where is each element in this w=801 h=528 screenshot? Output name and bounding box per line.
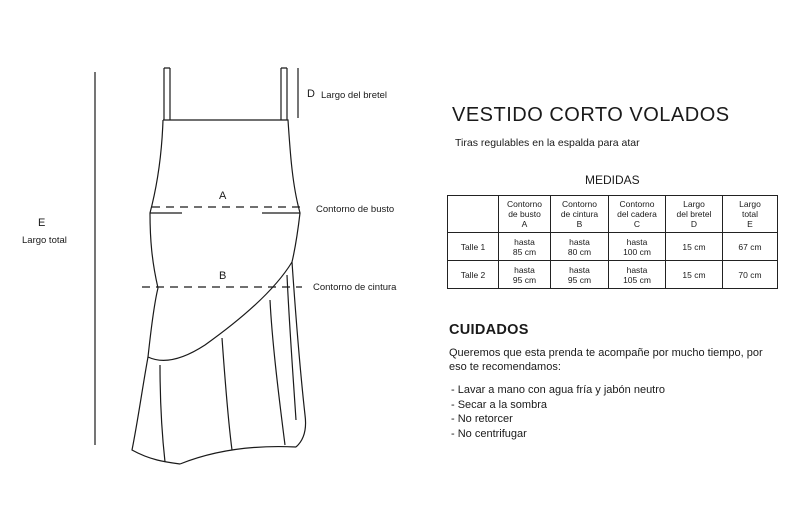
column-header: Contorno del cadera C xyxy=(608,195,666,233)
column-header-line2: del cadera xyxy=(617,209,657,219)
label-a-letter: A xyxy=(219,190,227,202)
care-list: - Lavar a mano con agua fría y jabón neu… xyxy=(451,383,665,441)
column-header-line2: de busto xyxy=(508,209,541,219)
cell-line1: hasta xyxy=(626,236,648,247)
skirt-left xyxy=(131,356,181,465)
product-title: VESTIDO CORTO VOLADOS xyxy=(452,104,730,126)
label-a-text: Contorno de busto xyxy=(316,204,395,215)
size-label: Talle 2 xyxy=(447,260,499,289)
cell-line2: 105 cm xyxy=(623,274,651,285)
cell-line1: hasta xyxy=(626,264,648,275)
overlay-panel xyxy=(147,261,293,361)
column-header-line2: de cintura xyxy=(560,209,599,219)
column-header: Contorno de busto A xyxy=(498,195,551,233)
cell-line2: 80 cm xyxy=(567,246,592,257)
table-cell: 15 cm xyxy=(665,260,723,289)
care-intro: Queremos que esta prenda te acompañe por… xyxy=(449,347,763,373)
column-header-line3: C xyxy=(633,219,641,229)
skirt-fold-1 xyxy=(159,364,166,463)
column-header: Contorno de cintura B xyxy=(550,195,609,233)
label-b-letter: B xyxy=(219,270,227,282)
column-header: Largo del bretel D xyxy=(665,195,723,233)
cell-line1: hasta xyxy=(569,236,590,247)
list-item: - Secar a la sombra xyxy=(451,398,547,411)
table-cell: 70 cm xyxy=(722,260,778,289)
column-header-line1: Largo xyxy=(683,199,705,209)
skirt-fold-2 xyxy=(221,337,233,451)
skirt-right xyxy=(291,261,307,448)
cell-line2: 100 cm xyxy=(623,246,651,257)
table-cell: 67 cm xyxy=(722,232,778,261)
size-label: Talle 1 xyxy=(447,232,499,261)
size-table-corner xyxy=(447,195,499,233)
size-table-header-row: Contorno de busto A Contorno de cintura … xyxy=(447,195,778,233)
column-header: Largo total E xyxy=(722,195,778,233)
label-e-text: Largo total xyxy=(22,235,67,246)
measurements-heading: MEDIDAS xyxy=(585,173,640,187)
label-d-letter: D xyxy=(307,88,315,100)
label-e-letter: E xyxy=(38,217,46,229)
cell-line1: 70 cm xyxy=(738,269,762,280)
list-item: - Lavar a mano con agua fría y jabón neu… xyxy=(451,384,666,396)
column-header-line3: B xyxy=(576,219,583,229)
cell-line1: hasta xyxy=(569,264,590,275)
cell-line2: 95 cm xyxy=(512,274,537,285)
column-header-line3: D xyxy=(690,219,698,229)
cell-line1: hasta xyxy=(514,236,535,247)
cell-line2: 85 cm xyxy=(512,246,537,257)
skirt-fold-4 xyxy=(286,274,297,421)
skirt-hem xyxy=(179,446,297,465)
list-item: - No retorcer xyxy=(451,413,513,425)
column-header-line3: A xyxy=(521,219,528,229)
column-header-line3: E xyxy=(747,219,753,229)
size-table: Contorno de busto A Contorno de cintura … xyxy=(447,195,778,289)
cell-line1: hasta xyxy=(514,264,535,275)
cell-line2: 95 cm xyxy=(567,274,592,285)
right-strap xyxy=(280,67,288,120)
column-header-line1: Contorno xyxy=(507,199,542,209)
label-d-text: Largo del bretel xyxy=(321,90,388,101)
list-item: - No centrifugar xyxy=(451,427,527,440)
column-header-line2: del bretel xyxy=(676,209,712,219)
cell-line1: 15 cm xyxy=(682,241,706,252)
cell-line1: 15 cm xyxy=(682,269,706,280)
cell-line1: 67 cm xyxy=(738,241,762,252)
label-b-text: Contorno de cintura xyxy=(313,282,397,293)
product-subtitle: Tiras regulables en la espalda para atar xyxy=(455,137,640,149)
table-cell: 15 cm xyxy=(665,232,723,261)
left-strap xyxy=(163,67,171,120)
column-header-line1: Largo xyxy=(739,199,761,209)
skirt-fold-3 xyxy=(269,299,286,446)
column-header-line1: Contorno xyxy=(562,199,597,209)
bodice-outline xyxy=(149,119,301,289)
column-header-line1: Contorno xyxy=(619,199,655,209)
column-header-line2: total xyxy=(741,209,759,219)
care-title: CUIDADOS xyxy=(449,322,529,338)
